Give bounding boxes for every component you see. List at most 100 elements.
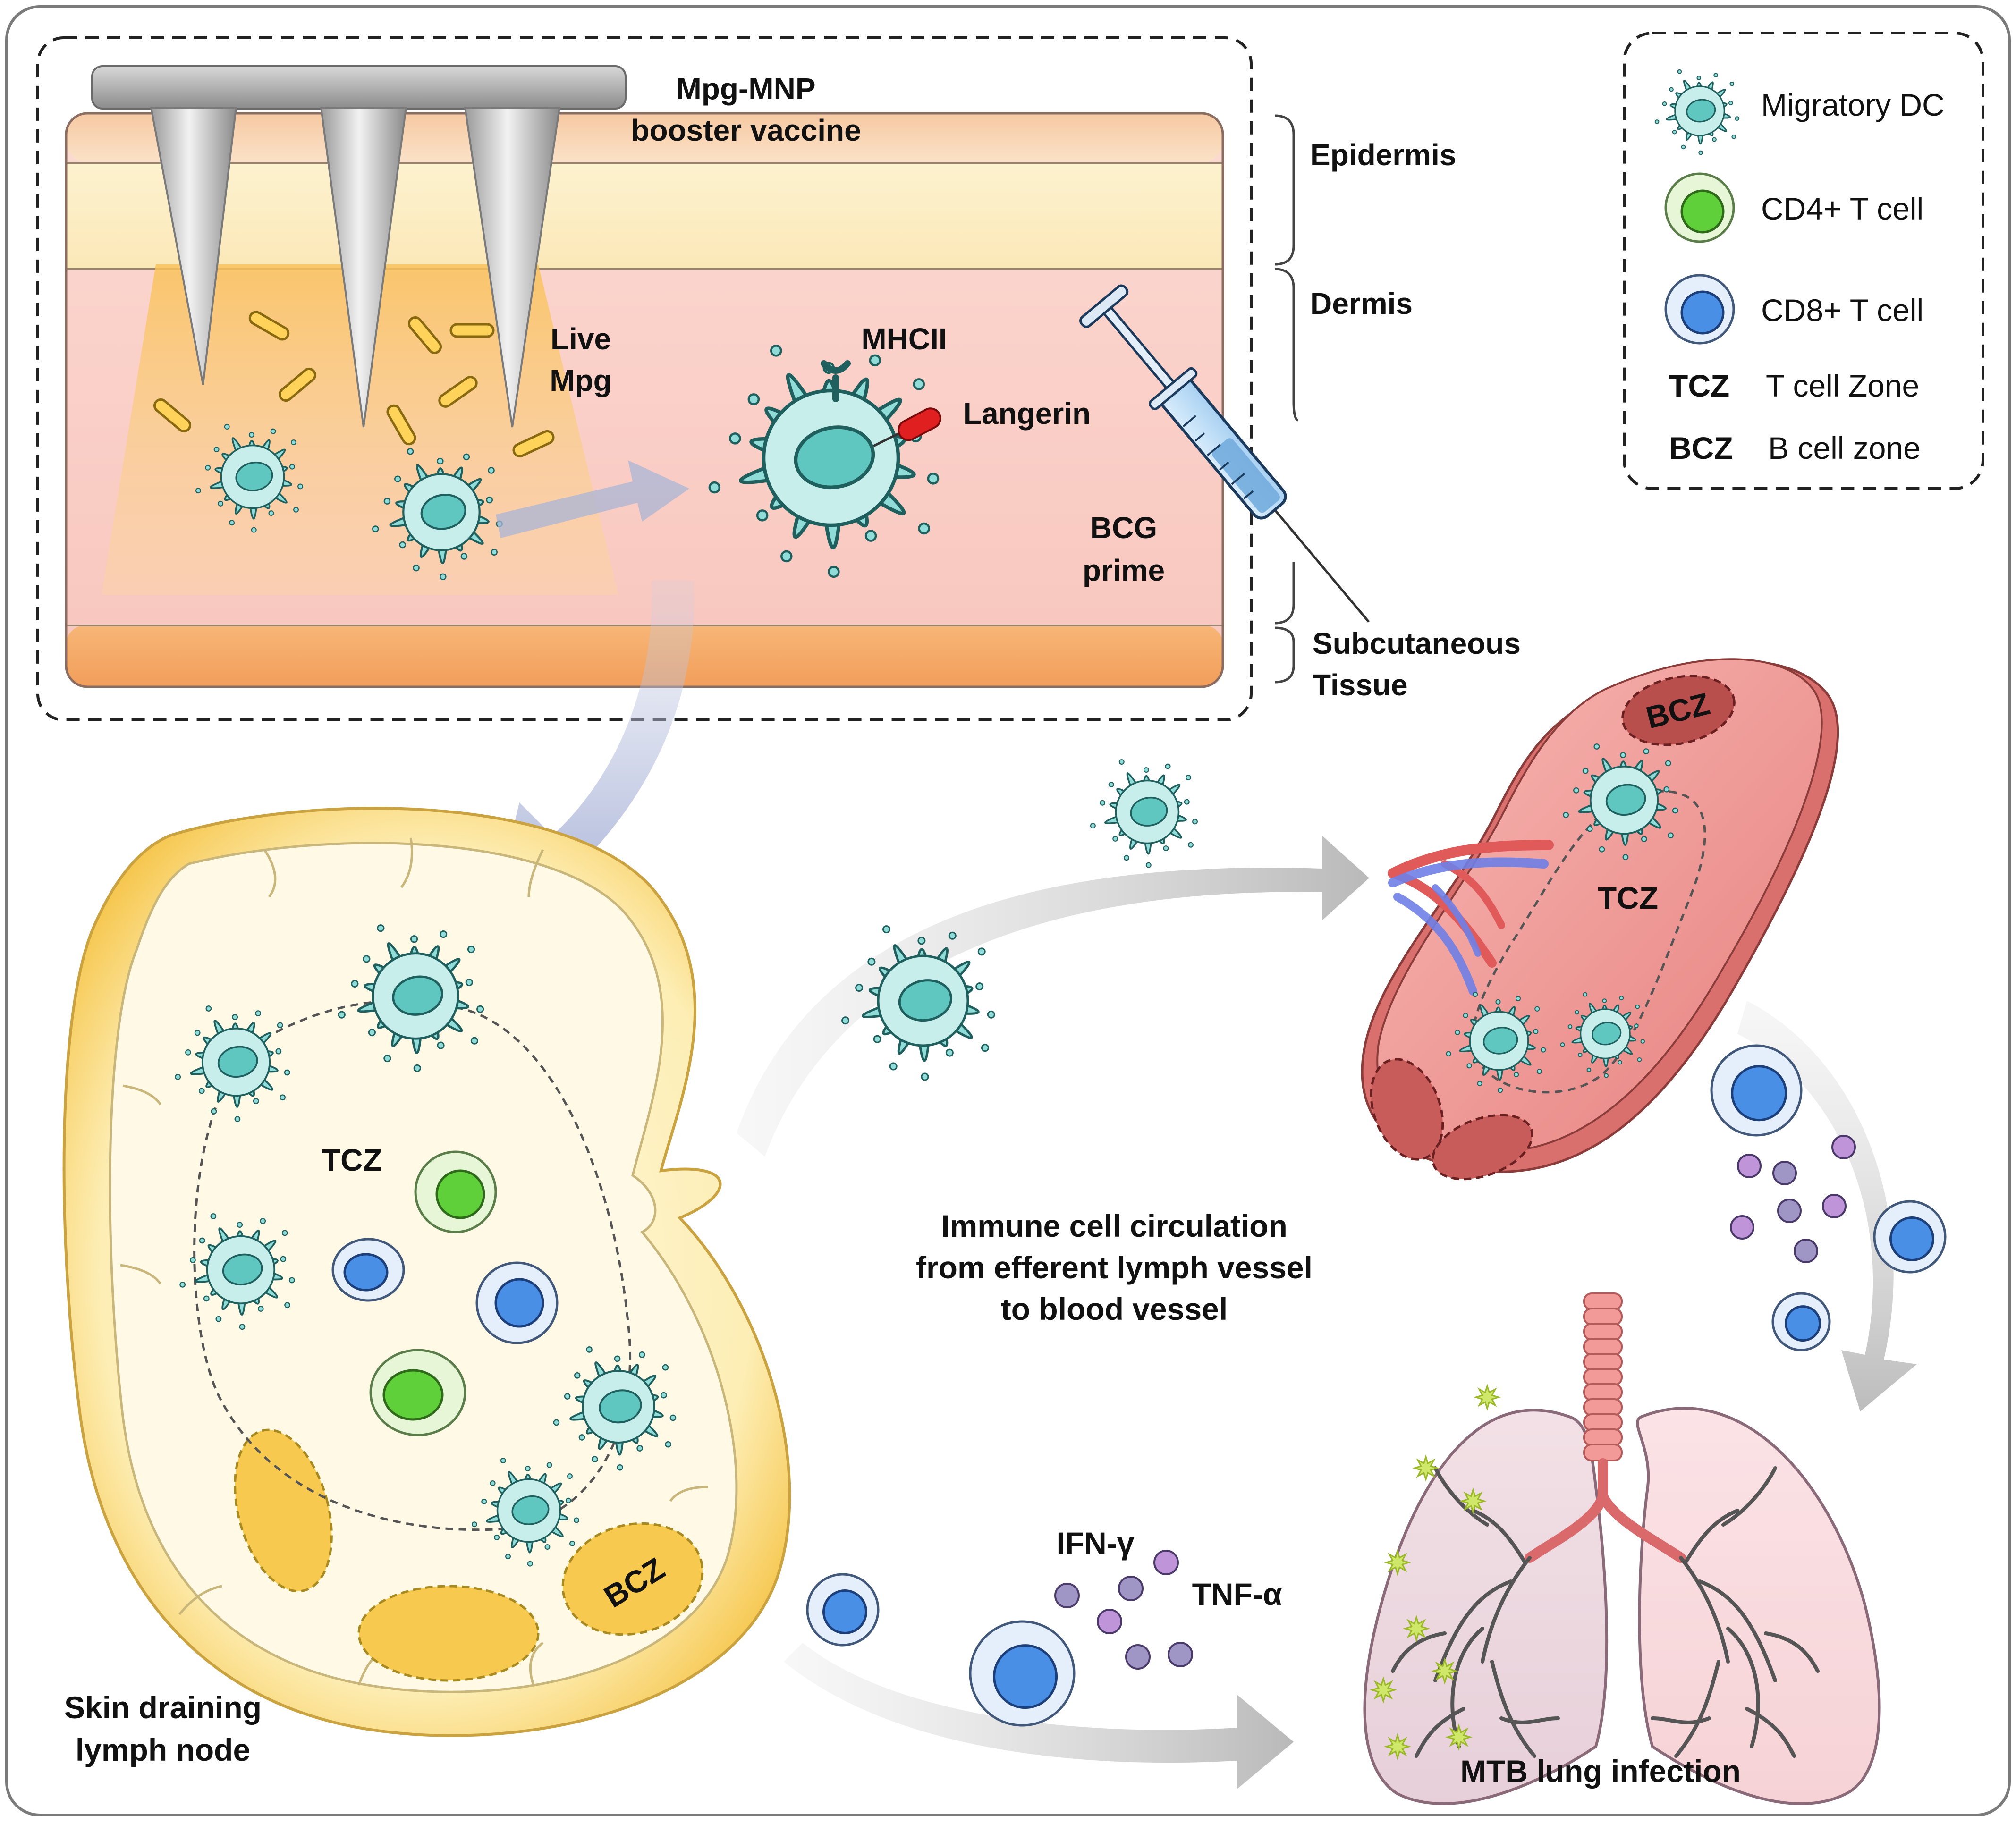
spleen-bcz-follicle: [1621, 675, 1736, 746]
langerin-marker: [872, 407, 941, 448]
right-lung: [1636, 1407, 1881, 1805]
cytokine: [1777, 1199, 1802, 1223]
bcg-syringe: [1079, 284, 1370, 623]
ln-bcz-follicle: [561, 1522, 704, 1636]
bronchial-tree: [1391, 1466, 1820, 1758]
circulating-cd8-t-cell: [1771, 1292, 1831, 1351]
live-mpg-label-line2: Mpg: [550, 363, 612, 397]
circulating-dendritic-cell: [1090, 759, 1198, 868]
cytokine: [1125, 1644, 1151, 1670]
spleen-tcz-boundary: [1472, 790, 1706, 1094]
subcutaneous-label-line2: Tissue: [1313, 668, 1408, 702]
cytokines-bottom: [1054, 1550, 1193, 1670]
ln-follicle: [357, 1585, 540, 1682]
mtb-infection-focus: [1445, 1723, 1473, 1751]
legend-label-bcz: B cell zone: [1768, 431, 1921, 465]
legend-panel: Migratory DC CD4+ T cell CD8+ T cell TCZ…: [1623, 32, 1984, 490]
trachea-ring: [1583, 1398, 1623, 1416]
legend-label-tcz: T cell Zone: [1766, 368, 1919, 403]
trachea-ring: [1583, 1292, 1623, 1310]
mtb-infection-focus: [1412, 1454, 1440, 1482]
layer-brackets: [1274, 114, 1299, 684]
lungs: MTB lung infection: [1363, 1292, 1881, 1805]
trachea-ring: [1583, 1428, 1623, 1446]
circulating-dendritic-cell: [841, 925, 995, 1081]
spleen-follicle: [1370, 1058, 1444, 1161]
circulation-label-line1: Immune cell circulation: [941, 1208, 1288, 1243]
legend-dc-glyph: [1654, 69, 1740, 155]
ln-tcz-boundary: [193, 999, 632, 1531]
vaccine-label-line1: Mpg-MNP: [676, 72, 815, 106]
bcg-label-line2: prime: [1083, 553, 1165, 587]
ln-dendritic-cell: [338, 924, 484, 1072]
spleen: BCZ TCZ: [1361, 658, 1839, 1181]
legend-label-cd8: CD8+ T cell: [1761, 293, 1923, 328]
lymph-node: TCZ BCZ Skin draining lymph node: [62, 807, 791, 1767]
ln-cells: [175, 924, 677, 1567]
skin-dendritic-cell: [195, 424, 303, 533]
mtb-infection-foci: [1369, 1383, 1501, 1761]
live-mpg-label-line1: Live: [551, 322, 611, 356]
cytokine: [1054, 1583, 1080, 1608]
ln-dendritic-cell: [471, 1458, 579, 1567]
spleen-blood-vessels: [1388, 840, 1554, 996]
mhcii-receptor: [821, 360, 851, 402]
circulating-cd8-t-cell: [1873, 1200, 1947, 1274]
cytokine: [1737, 1154, 1762, 1178]
skin-panel: Mpg-MNP booster vaccine Live Mpg MHCII L…: [36, 36, 1521, 721]
subcutaneous-label-line1: Subcutaneous: [1313, 626, 1521, 660]
skin-dendritic-cells: [195, 345, 940, 581]
trachea-ring: [1583, 1338, 1623, 1356]
mpg-bacterium: [512, 430, 555, 458]
legend-key-bcz: BCZ: [1669, 431, 1733, 465]
mtb-infection-focus: [1402, 1614, 1431, 1643]
vaccine-label-line2: booster vaccine: [631, 113, 861, 147]
mhcii-label: MHCII: [861, 322, 947, 356]
circulating-cd8-t-cell: [969, 1620, 1076, 1727]
cytokine: [1153, 1550, 1179, 1575]
left-lung: [1363, 1409, 1609, 1805]
langerin-label: Langerin: [963, 397, 1091, 431]
trachea-ring: [1583, 1308, 1623, 1326]
mtb-infection-focus: [1473, 1383, 1501, 1411]
spleen-follicle: [1432, 1114, 1533, 1181]
trachea: [1583, 1292, 1623, 1461]
legend-label-cd4: CD4+ T cell: [1761, 191, 1923, 226]
cytokine: [1772, 1161, 1797, 1185]
circulation-label-line2: from efferent lymph vessel: [916, 1250, 1313, 1285]
spleen-cells: [1446, 743, 1678, 1093]
epidermis-label: Epidermis: [1310, 138, 1456, 172]
subcutaneous-layer: [66, 625, 1223, 687]
trachea-ring: [1583, 1383, 1623, 1401]
trachea-ring: [1583, 1323, 1623, 1341]
spleen-to-lung-arrow: [1737, 1001, 1917, 1411]
lung-caption: MTB lung infection: [1460, 1754, 1741, 1789]
mpg-bacterium: [407, 316, 442, 355]
spleen-tcz-label: TCZ: [1598, 880, 1658, 915]
cytokine: [1822, 1194, 1847, 1218]
legend-key-tcz: TCZ: [1669, 368, 1729, 403]
vaccine-diffusion-area: [102, 264, 618, 595]
ifn-gamma-label: IFN-γ: [1057, 1526, 1135, 1561]
spleen-dendritic-cell: [1563, 743, 1678, 861]
mtb-infection-focus: [1431, 1657, 1459, 1685]
mpg-bacterium: [278, 367, 317, 402]
mpg-bacterium: [153, 398, 192, 433]
mtb-infection-focus: [1383, 1548, 1412, 1577]
efferent-arc-arrow: [737, 836, 1369, 1157]
cytokine: [1730, 1215, 1754, 1240]
microneedle-patch: [91, 65, 627, 428]
mtb-infection-focus: [1383, 1732, 1412, 1761]
circulating-cd8-t-cell: [1710, 1044, 1803, 1137]
trachea-ring: [1583, 1368, 1623, 1386]
dc-migration-arrow: [496, 460, 689, 538]
legend-dc-icon: [1654, 69, 1740, 155]
skin-panel-border: [36, 36, 1253, 721]
trachea-ring: [1583, 1353, 1623, 1371]
tnf-alpha-label: TNF-α: [1192, 1577, 1282, 1612]
live-mpg-bacteria: [153, 311, 555, 458]
ln-dendritic-cell: [175, 1005, 290, 1123]
legend-label-dc: Migratory DC: [1761, 87, 1945, 122]
